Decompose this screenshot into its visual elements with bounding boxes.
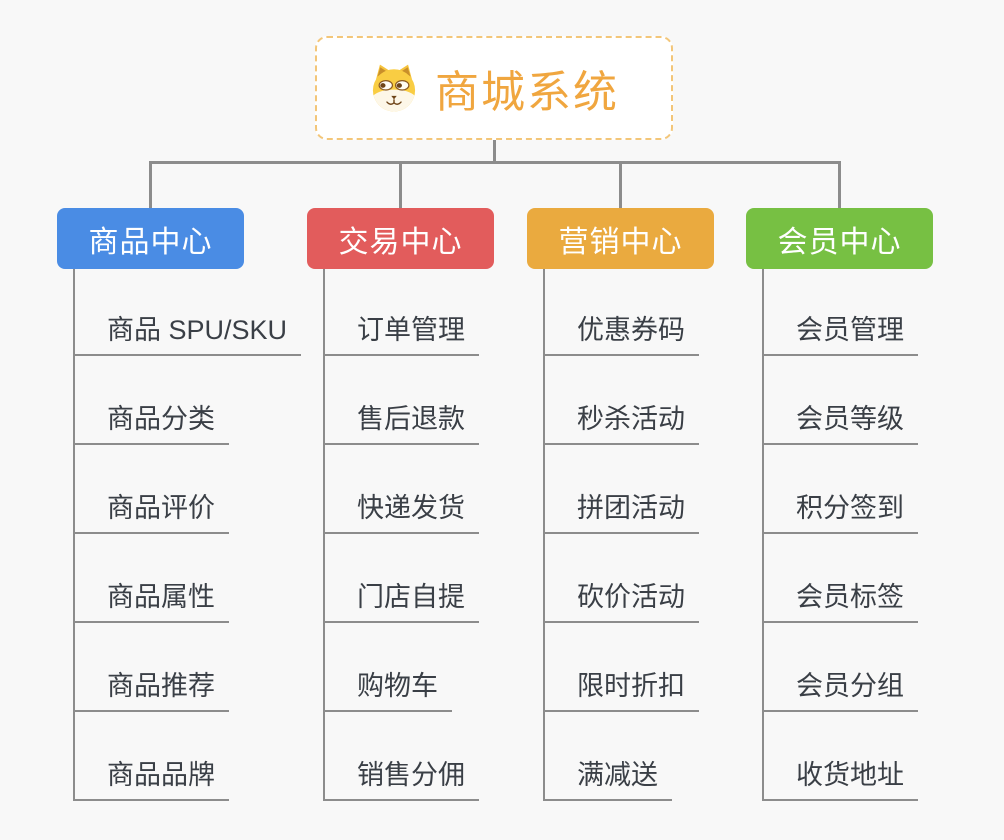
root-title: 商城系统 bbox=[435, 68, 619, 117]
leaf-node-shipping-address[interactable]: 收货地址 bbox=[762, 757, 918, 801]
branch-column-trade-center: 交易中心 订单管理 售后退款 快递发货 门店自提 购物车 销售分佣 bbox=[307, 208, 557, 818]
connector-drop-trade bbox=[399, 161, 402, 208]
branch-trunk-line bbox=[323, 269, 325, 801]
leaf-node-product-category[interactable]: 商品分类 bbox=[73, 401, 229, 445]
leaf-node-sales-commission[interactable]: 销售分佣 bbox=[323, 757, 479, 801]
branch-column-product-center: 商品中心 商品 SPU/SKU 商品分类 商品评价 商品属性 商品推荐 商品品牌 bbox=[57, 208, 307, 818]
connector-drop-member bbox=[838, 161, 841, 208]
branch-node-product-center[interactable]: 商品中心 bbox=[57, 208, 244, 269]
leaf-node-order-management[interactable]: 订单管理 bbox=[323, 312, 479, 356]
leaf-node-member-group[interactable]: 会员分组 bbox=[762, 668, 918, 712]
leaf-node-flash-sale[interactable]: 秒杀活动 bbox=[543, 401, 699, 445]
branch-node-marketing-center[interactable]: 营销中心 bbox=[527, 208, 714, 269]
branch-trunk-line bbox=[543, 269, 545, 801]
leaf-node-product-spu-sku[interactable]: 商品 SPU/SKU bbox=[73, 312, 302, 356]
connector-drop-product bbox=[149, 161, 152, 208]
branch-node-trade-center[interactable]: 交易中心 bbox=[307, 208, 494, 269]
connector-root-stub bbox=[493, 140, 496, 163]
leaf-node-store-pickup[interactable]: 门店自提 bbox=[323, 579, 479, 623]
leaf-node-full-reduction[interactable]: 满减送 bbox=[543, 757, 672, 801]
leaf-node-member-tag[interactable]: 会员标签 bbox=[762, 579, 918, 623]
leaf-node-limited-time-discount[interactable]: 限时折扣 bbox=[543, 668, 699, 712]
leaf-node-group-buy[interactable]: 拼团活动 bbox=[543, 490, 699, 534]
leaf-node-bargain-activity[interactable]: 砍价活动 bbox=[543, 579, 699, 623]
branch-column-marketing-center: 营销中心 优惠券码 秒杀活动 拼团活动 砍价活动 限时折扣 满减送 bbox=[527, 208, 777, 818]
branch-trunk-line bbox=[762, 269, 764, 801]
leaf-node-member-level[interactable]: 会员等级 bbox=[762, 401, 918, 445]
connector-drop-marketing bbox=[619, 161, 622, 208]
branch-column-member-center: 会员中心 会员管理 会员等级 积分签到 会员标签 会员分组 收货地址 bbox=[746, 208, 996, 818]
leaf-node-shopping-cart[interactable]: 购物车 bbox=[323, 668, 452, 712]
leaf-node-product-attribute[interactable]: 商品属性 bbox=[73, 579, 229, 623]
root-node-mall-system[interactable]: 商城系统 bbox=[315, 36, 673, 140]
leaf-node-express-shipping[interactable]: 快递发货 bbox=[323, 490, 479, 534]
leaf-node-points-checkin[interactable]: 积分签到 bbox=[762, 490, 918, 534]
leaf-node-product-recommend[interactable]: 商品推荐 bbox=[73, 668, 229, 712]
leaf-node-product-brand[interactable]: 商品品牌 bbox=[73, 757, 229, 801]
shiba-dog-icon bbox=[369, 63, 419, 113]
leaf-node-aftersale-refund[interactable]: 售后退款 bbox=[323, 401, 479, 445]
leaf-node-product-review[interactable]: 商品评价 bbox=[73, 490, 229, 534]
connector-horizontal-spine bbox=[149, 161, 841, 164]
branch-trunk-line bbox=[73, 269, 75, 801]
leaf-node-coupon-code[interactable]: 优惠券码 bbox=[543, 312, 699, 356]
leaf-node-member-management[interactable]: 会员管理 bbox=[762, 312, 918, 356]
branch-node-member-center[interactable]: 会员中心 bbox=[746, 208, 933, 269]
